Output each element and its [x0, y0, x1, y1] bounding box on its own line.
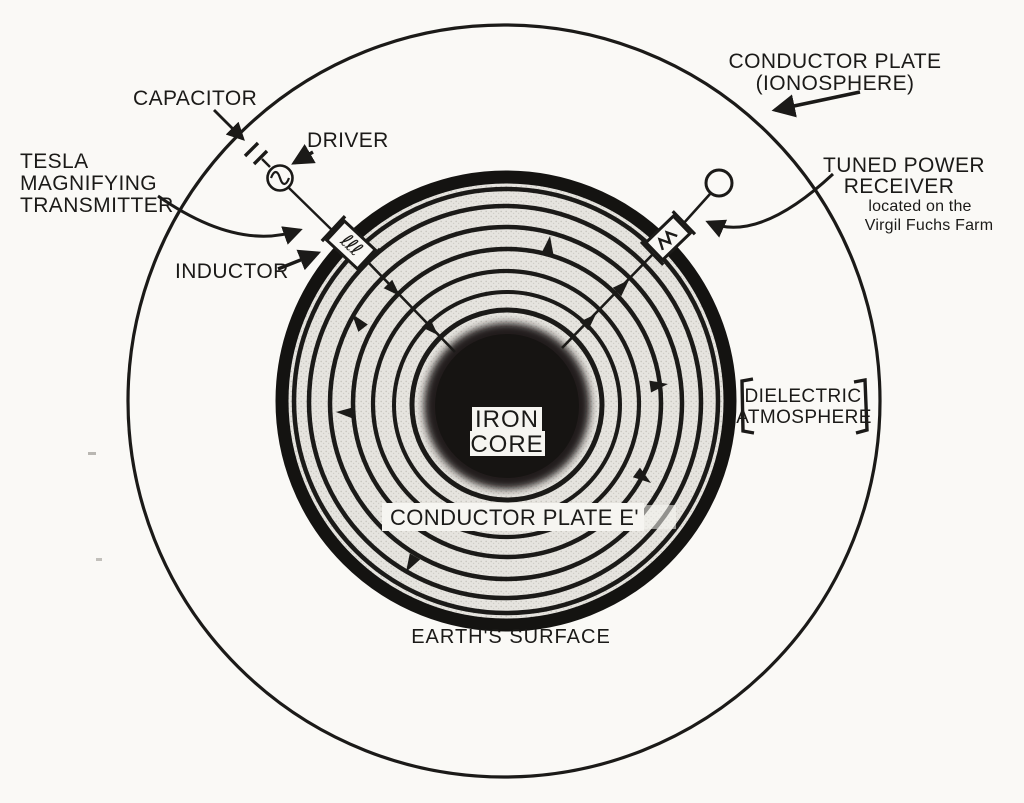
- tesla-label-line3: TRANSMITTER: [20, 194, 174, 217]
- field-arrow: [352, 314, 368, 332]
- flow-arrow-inward: [383, 279, 400, 296]
- capacitor-symbol: [243, 141, 269, 166]
- field-arrow: [406, 553, 421, 572]
- conductor-plate-e-label: CONDUCTOR PLATE E': [390, 505, 639, 530]
- ball-antenna: [704, 168, 734, 198]
- receiver-label-line2: RECEIVER: [844, 175, 955, 198]
- driver-leader-arrow: [291, 144, 316, 165]
- scan-speck: [88, 452, 96, 455]
- inductor-leader-arrow: [277, 249, 322, 271]
- dielectric-brackets: [740, 377, 869, 435]
- ionosphere-circle: [126, 23, 882, 779]
- label-patch: [382, 503, 644, 531]
- wire-segment: [288, 187, 337, 235]
- earths-surface-label: EARTH'S SURFACE: [411, 626, 611, 648]
- iron-core-label-line1: IRON: [475, 406, 539, 433]
- ionosphere-label-line2: (IONOSPHERE): [756, 72, 915, 95]
- label-patch: [644, 505, 676, 529]
- antenna-wire: [682, 193, 711, 225]
- field-arrow: [541, 236, 554, 255]
- sine-glyph: [269, 170, 291, 186]
- driver-symbol: [266, 164, 294, 192]
- dielectric-atmosphere-label: DIELECTRIC ATMOSPHERE: [736, 386, 872, 428]
- transmitter-circuit: ℓℓℓ: [243, 141, 456, 353]
- field-circulation-arrows: [336, 236, 668, 572]
- receiver-label-line3: located on the: [868, 198, 971, 215]
- driver-label: DRIVER: [307, 129, 389, 152]
- zigzag-glyph: [657, 230, 678, 251]
- ionosphere-leader-arrow: [771, 90, 861, 118]
- label-patch: [470, 431, 545, 456]
- tesla-transmitter-label: TESLA MAGNIFYING TRANSMITTER: [20, 150, 174, 217]
- tuned-receiver-label: TUNED POWER RECEIVER located on the Virg…: [823, 154, 993, 234]
- transmitter-leader-arrow: [157, 194, 303, 245]
- scan-speck: [96, 558, 102, 561]
- field-arrow: [649, 380, 668, 393]
- transmitter-feed-line: [362, 256, 456, 353]
- capacitor-label: CAPACITOR: [133, 87, 257, 110]
- left-bracket: [740, 377, 755, 435]
- dielectric-label-line2: ATMOSPHERE: [736, 407, 872, 428]
- receiver-circuit: [561, 168, 734, 349]
- tesla-label-line2: MAGNIFYING: [20, 172, 157, 195]
- earth-surface-ring: [275, 170, 737, 632]
- field-arrow: [336, 406, 355, 419]
- callout-arrows: [157, 90, 861, 271]
- inductor-label: INDUCTOR: [175, 260, 289, 283]
- receiver-flange: [639, 240, 665, 266]
- ionosphere-label-line1: CONDUCTOR PLATE: [729, 50, 942, 73]
- receiver-leader-arrow: [705, 172, 835, 238]
- inductor-flange: [320, 215, 347, 243]
- field-line-circles: [291, 186, 721, 616]
- flow-arrow-outward: [612, 280, 629, 297]
- flow-arrow-inward: [421, 318, 438, 335]
- right-bracket: [853, 377, 869, 435]
- flow-arrow-outward: [579, 314, 596, 331]
- tesla-label-line1: TESLA: [20, 150, 89, 173]
- field-arrow: [632, 467, 651, 483]
- dielectric-label-line1: DIELECTRIC: [745, 386, 862, 407]
- wire-segment: [261, 158, 271, 168]
- inductor-box: [324, 219, 378, 271]
- iron-core-label: IRON CORE: [470, 406, 543, 458]
- inductor-flange: [355, 247, 382, 275]
- inductor-symbol: ℓℓℓ: [320, 215, 382, 275]
- receiver-label-line1: TUNED POWER: [823, 154, 985, 177]
- label-patch: [472, 407, 542, 431]
- receiver-pickup-line: [561, 253, 654, 349]
- receiver-label-line4: Virgil Fuchs Farm: [865, 217, 993, 234]
- capacitor-leader-arrow: [213, 109, 245, 141]
- tuned-receiver-symbol: [639, 210, 697, 266]
- ionosphere-label: CONDUCTOR PLATE (IONOSPHERE): [729, 50, 942, 95]
- iron-core-label-line2: CORE: [470, 431, 543, 458]
